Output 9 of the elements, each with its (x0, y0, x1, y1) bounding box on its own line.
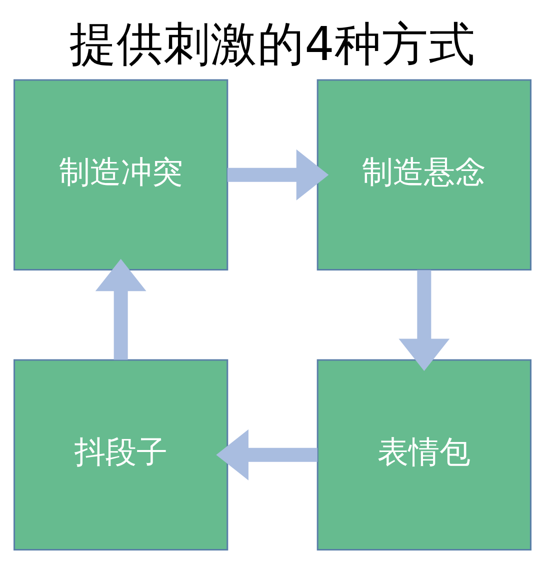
arrow (216, 428, 318, 480)
node-box: 抖段子 (14, 358, 228, 550)
arrow (95, 258, 146, 360)
diagram-title: 提供刺激的4种方式 (70, 17, 476, 72)
node-box: 制造冲突 (14, 78, 228, 270)
node-box: 制造悬念 (316, 78, 532, 270)
node-box: 表情包 (316, 358, 532, 550)
arrow (227, 148, 329, 200)
arrow (398, 270, 450, 370)
